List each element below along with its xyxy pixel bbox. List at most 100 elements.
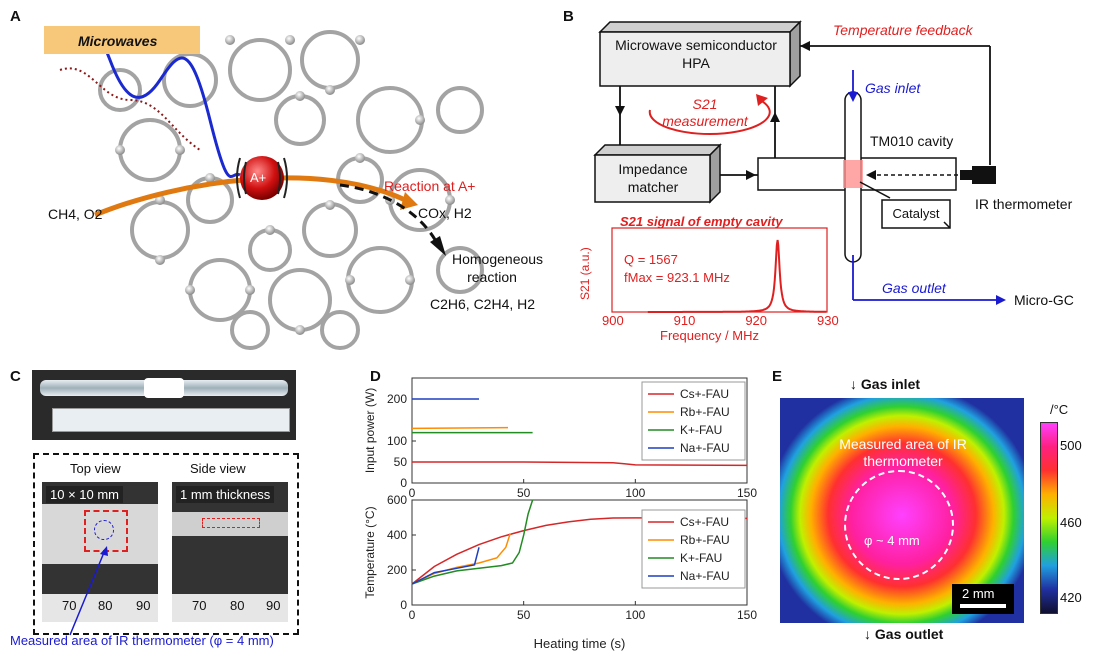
gas-outlet-label: Gas outlet [882, 280, 946, 296]
feedback-label: Temperature feedback [833, 22, 973, 38]
x-tick-label: 100 [625, 608, 645, 622]
inset-xtick: 900 [602, 313, 624, 328]
scale-bar-box [952, 584, 1014, 614]
s21-peak-line [647, 239, 827, 313]
x-tick-label: 50 [517, 486, 531, 500]
x-tick-label: 150 [737, 608, 757, 622]
cbar-tick-460: 460 [1060, 515, 1082, 530]
panel-label-c: C [10, 368, 21, 385]
legend-label: Rb+-FAU [680, 533, 730, 547]
x-tick-label: 150 [737, 486, 757, 500]
plot-frame [411, 499, 748, 606]
caption-arrow [69, 546, 108, 636]
y-axis-label: Input power (W) [363, 388, 377, 473]
ruler-tick-label: 80 [230, 598, 245, 613]
y-tick-label: 100 [387, 434, 407, 448]
ruler-tick-label: 70 [192, 598, 207, 613]
e-gas-outlet: ↓ Gas outlet [864, 626, 944, 642]
catalyst-label: Catalyst [892, 206, 940, 221]
y-tick-label: 200 [387, 392, 407, 406]
series-line-Cs+-FAU [411, 517, 748, 585]
panel-label-e: E [772, 368, 783, 385]
legend-label: Na+-FAU [680, 569, 730, 583]
cavity-label: TM010 cavity [870, 133, 954, 149]
plot-frame [411, 377, 748, 484]
x-tick-label: 0 [409, 608, 416, 622]
panel-a-illustration [53, 27, 484, 350]
inset-xtick: 920 [745, 313, 768, 328]
y-tick-label: 200 [387, 563, 407, 577]
impedance-box-label: Impedance matcher [618, 161, 688, 195]
inset-xlabel: Frequency / MHz [660, 328, 759, 343]
series-line-Rb+-FAU [411, 426, 509, 430]
panel-d-charts: 0 50 100 200 0 50 100 150 Input power (W) Cs+-FAU… [363, 377, 757, 651]
y-tick-label: 50 [394, 455, 408, 469]
ruler-tick-label: 90 [266, 598, 281, 613]
panel-label-b: B [563, 8, 574, 25]
series-line-K+-FAU [411, 499, 534, 585]
series-line-Na+-FAU [411, 547, 480, 585]
y-tick-label: 400 [387, 528, 407, 542]
colorbar-unit: /°C [1050, 402, 1069, 417]
inset-ylabel: S21 (a.u.) [578, 247, 592, 300]
x-tick-label: 0 [409, 486, 416, 500]
y-tick-label: 600 [387, 493, 407, 507]
homogeneous-arrow [339, 183, 440, 246]
x-tick-label: 50 [517, 608, 531, 622]
panel-label-a: A [10, 8, 21, 25]
homogeneous-label: Homogeneous reaction [452, 251, 544, 285]
c-caption: Measured area of IR thermometer (φ = 4 m… [10, 633, 274, 648]
legend-label: Cs+-FAU [680, 515, 729, 529]
microwaves-label: Microwaves [78, 33, 158, 49]
gas-inlet-label: Gas inlet [865, 80, 921, 96]
legend-label: Na+-FAU [680, 441, 730, 455]
e-phi-label: φ ~ 4 mm [864, 533, 920, 548]
legend-box [641, 381, 746, 461]
inset-fmax: fMax = 923.1 MHz [624, 270, 730, 285]
sample-tube-photo [32, 370, 296, 440]
side-view-label: Side view [190, 461, 246, 476]
products-b-label: C2H6, C2H4, H2 [430, 296, 536, 312]
measured-area-circle [844, 470, 954, 580]
ion-label: A+ [250, 170, 267, 185]
legend-label: Cs+-FAU [680, 387, 729, 401]
panel-label-d: D [370, 368, 381, 385]
inset-xtick: 910 [673, 313, 696, 328]
cbar-tick-420: 420 [1060, 590, 1082, 605]
hpa-box-label: Microwave semiconductor HPA [615, 37, 777, 71]
reactants-label: CH4, O2 [48, 206, 103, 222]
cbar-tick-500: 500 [1060, 438, 1082, 453]
legend-box [641, 509, 746, 589]
ruler-tick-label: 90 [136, 598, 151, 613]
s21-measurement-label: S21 measurement [662, 96, 748, 129]
top-view-label: Top view [70, 461, 121, 476]
s21-peak-curve [647, 239, 827, 313]
dims-label: 10 × 10 mm [46, 486, 124, 503]
x-tick-label: 100 [625, 486, 645, 500]
series-line-Rb+-FAU [411, 533, 512, 585]
legend-label: K+-FAU [680, 423, 722, 437]
products-a-label: COx, H2 [418, 205, 472, 221]
microwaves-banner [44, 26, 200, 54]
inset-q: Q = 1567 [624, 252, 678, 267]
legend-label: K+-FAU [680, 551, 722, 565]
e-gas-inlet: ↓ Gas inlet [850, 376, 921, 392]
side-view-photo [172, 482, 288, 622]
e-scale-label: 2 mm [962, 586, 995, 601]
ruler-tick-label: 70 [62, 598, 77, 613]
y-tick-label: 0 [400, 476, 407, 490]
micro-gc-label: Micro-GC [1014, 292, 1074, 308]
ir-thermometer-label: IR thermometer [975, 196, 1073, 212]
top-view-photo [42, 482, 158, 622]
inset-xtick: 930 [817, 313, 839, 328]
e-measured-label: Measured area of IR thermometer [839, 436, 967, 469]
legend-label: Rb+-FAU [680, 405, 730, 419]
y-tick-label: 0 [400, 598, 407, 612]
colorbar [1040, 422, 1058, 614]
thickness-label: 1 mm thickness [176, 486, 275, 503]
ruler-tick-label: 80 [98, 598, 113, 613]
inset-title: S21 signal of empty cavity [620, 214, 783, 229]
y-axis-label: Temperature (°C) [363, 506, 377, 598]
reaction-at-label: Reaction at A+ [384, 178, 476, 194]
zoom-box [33, 453, 299, 635]
